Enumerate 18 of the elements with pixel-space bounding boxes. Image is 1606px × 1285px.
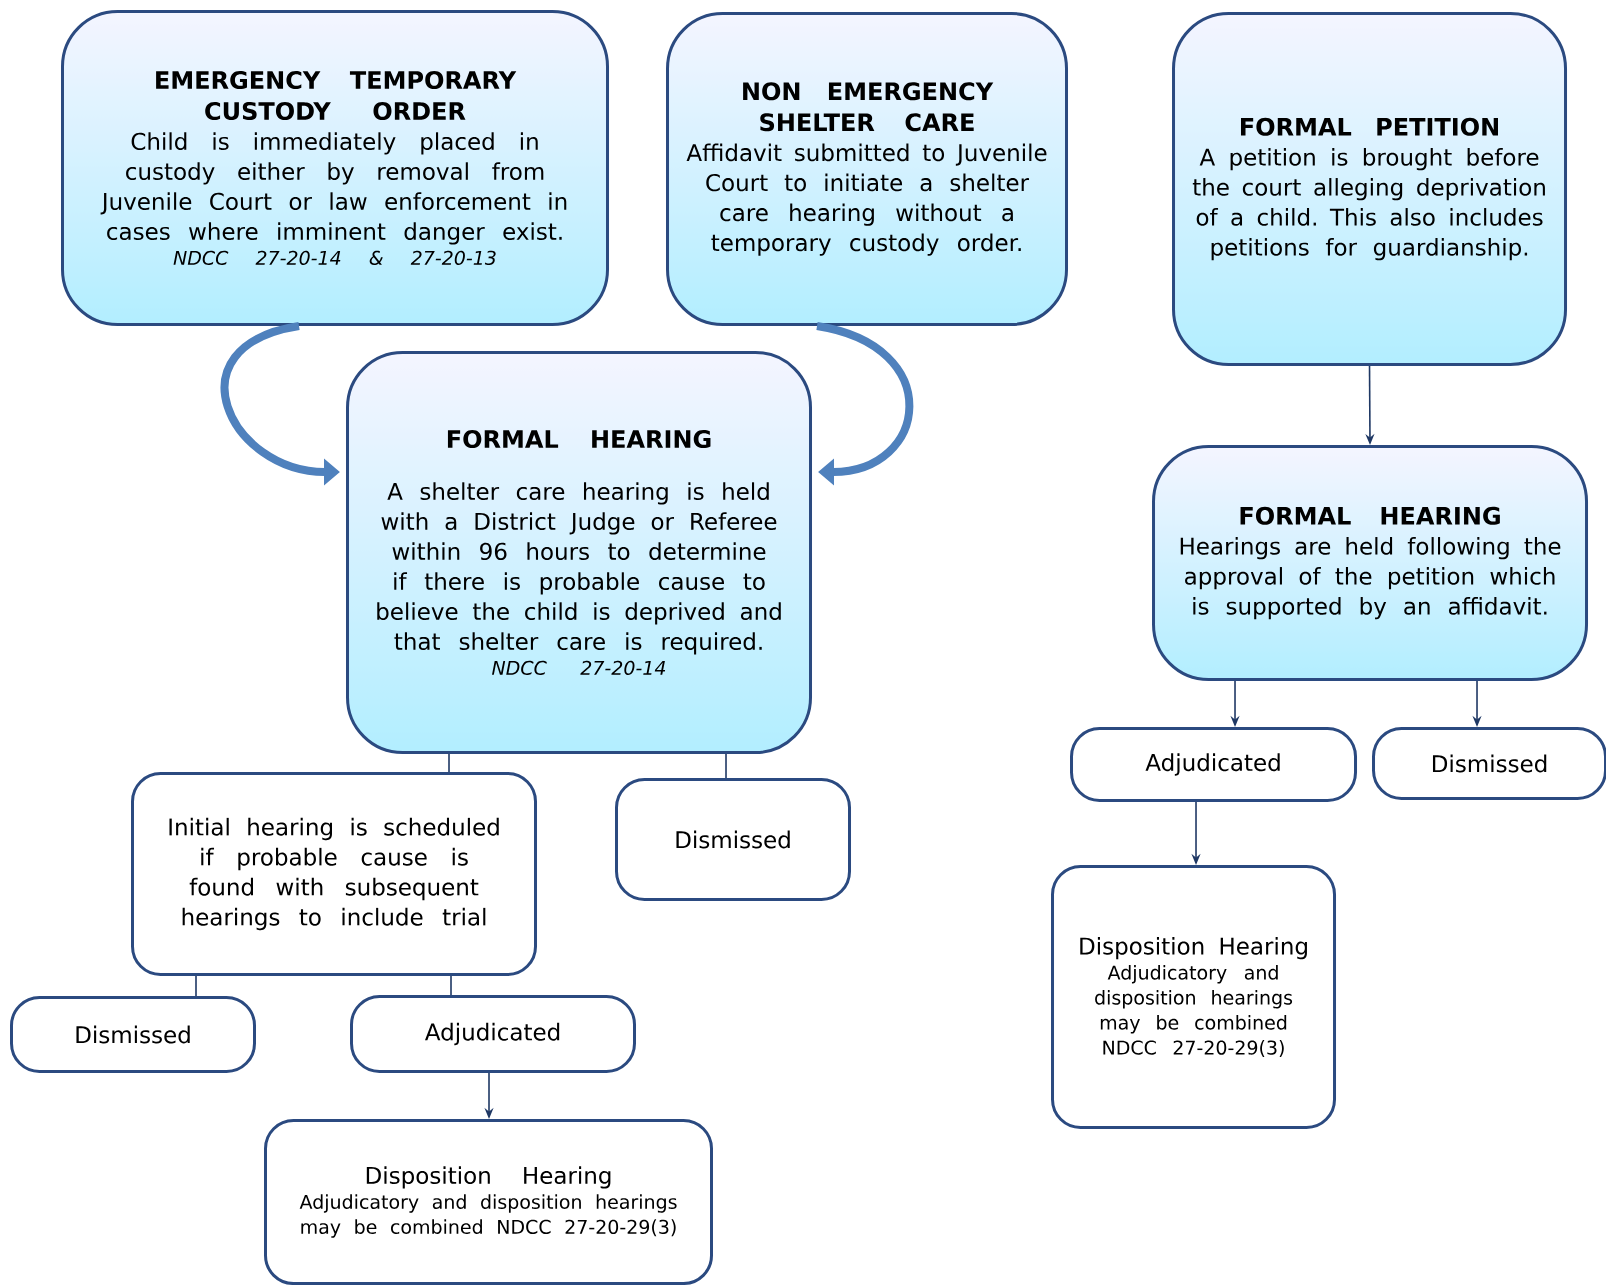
connector-line — [195, 975, 197, 997]
outcome-box: Adjudicated — [350, 995, 636, 1073]
curved-arrow — [816, 322, 914, 486]
outcome-box: Dismissed — [1372, 727, 1606, 800]
process-box: FORMAL HEARING Hearings are held following the approval of the petition which is supported by an affidavit. — [1152, 445, 1588, 681]
outcome-box: Dismissed — [615, 778, 851, 901]
connector-line — [450, 975, 452, 996]
process-box: FORMAL HEARING A shelter care hearing is held with a District Judge or Referee within 96 hours to determine if there is probable cause to believe the child is deprived and that shelter care is required. NDCC 27-20-14 — [346, 351, 812, 754]
outcome-box: Disposition Hearing Adjudicatory and disposition hearings may be combined NDCC 27-20-29(3) — [264, 1119, 713, 1285]
connector-line — [725, 753, 727, 779]
outcome-box: Disposition Hearing Adjudicatory and disposition hearings may be combined NDCC 27-20-29(3) — [1051, 865, 1336, 1129]
outcome-box: Adjudicated — [1070, 727, 1357, 802]
process-box: NON EMERGENCY SHELTER CARE Affidavit submitted to Juvenile Court to initiate a shelter care hearing without a temporary custody order. — [666, 12, 1068, 326]
outcome-box: Dismissed — [10, 996, 256, 1073]
connector-line — [448, 753, 450, 773]
process-box: FORMAL PETITION A petition is brought before the court alleging deprivation of a child. This also includes petitions for guardianship. — [1172, 12, 1567, 366]
outcome-box: Initial hearing is scheduled if probable cause is found with subsequent hearings to include trial — [131, 772, 537, 976]
process-box: EMERGENCY TEMPORARY CUSTODY ORDER Child is immediately placed in custody either by removal from Juvenile Court or law enforcement in cases where imminent danger exist. NDCC 27-20-14 & 27-20-13 — [61, 10, 609, 326]
